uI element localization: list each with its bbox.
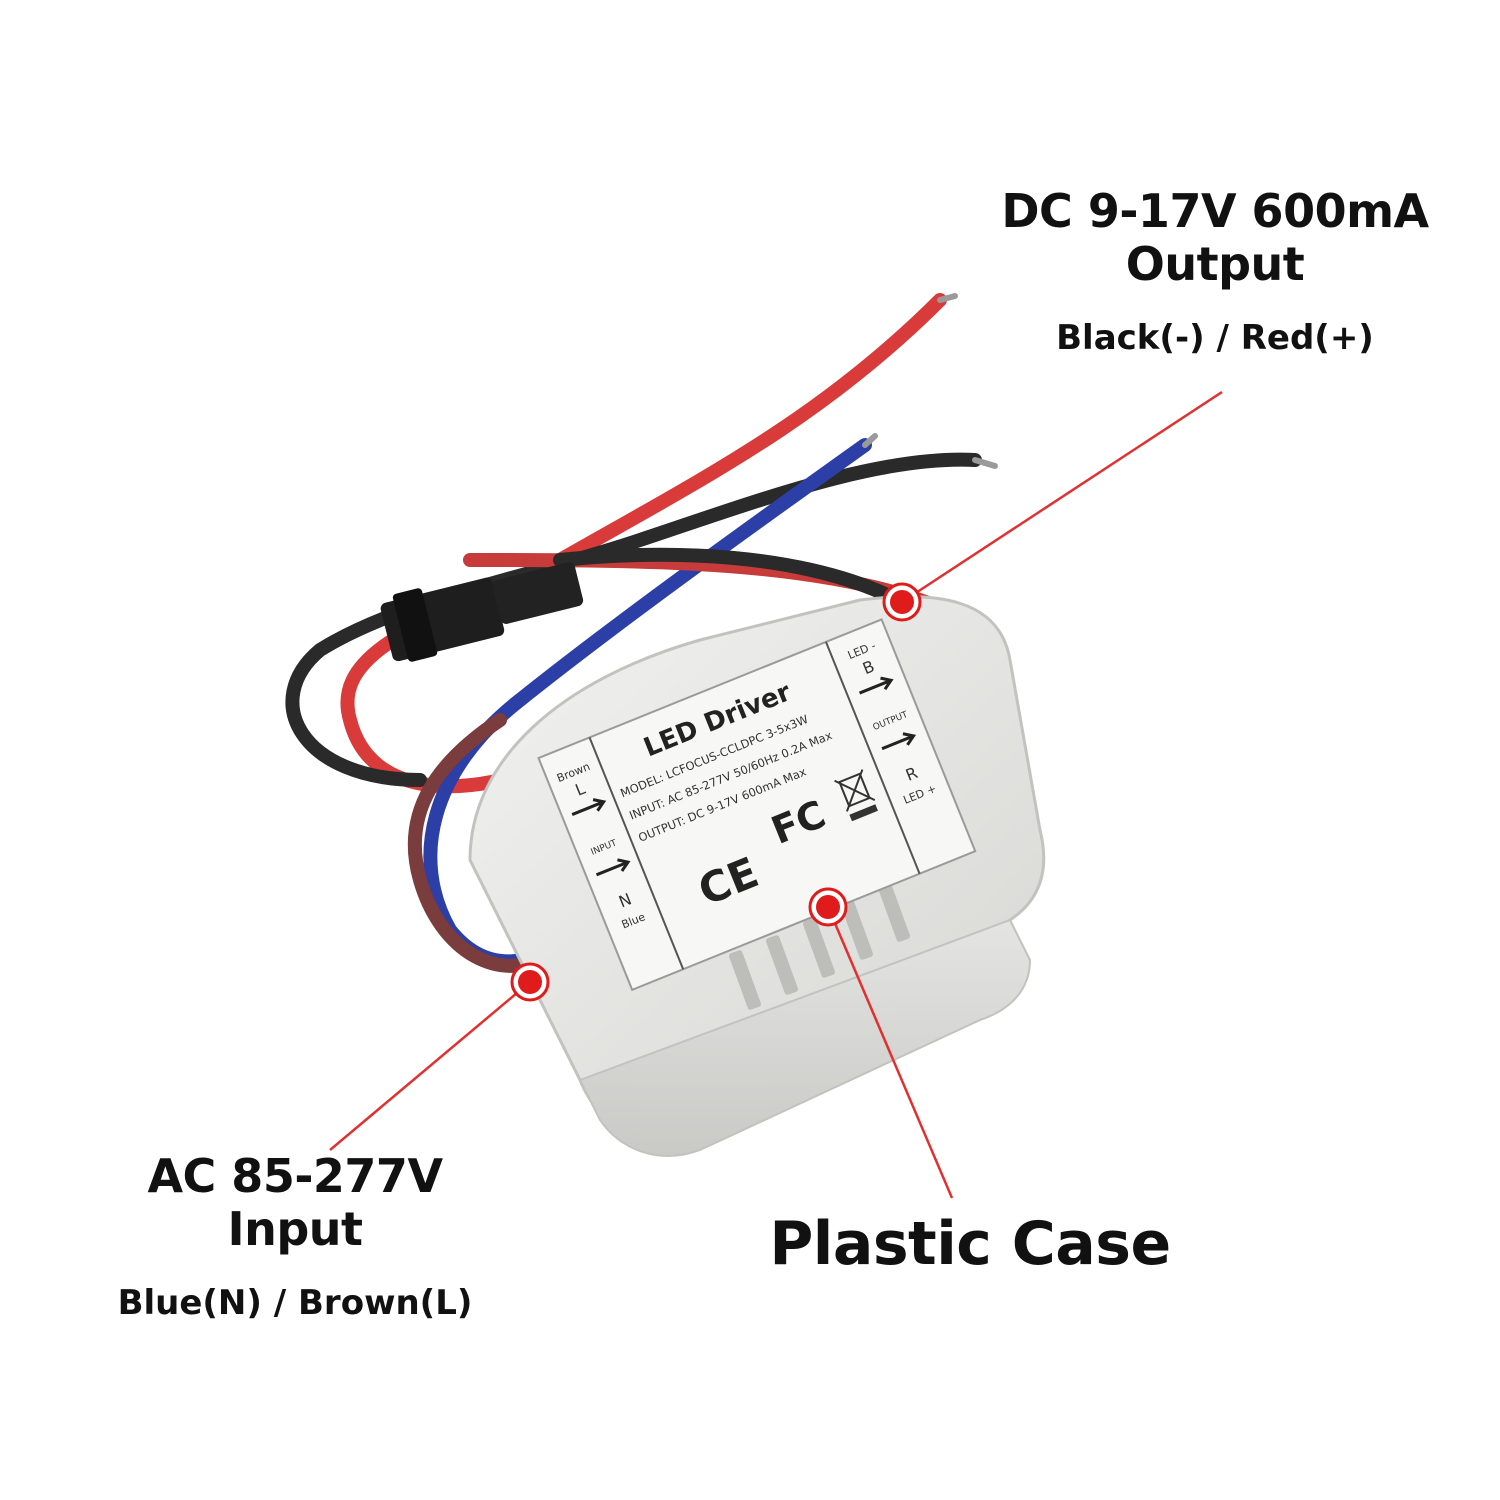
output-marker <box>882 582 922 622</box>
arrow-right-icon <box>881 732 917 751</box>
case-text: Plastic Case <box>769 1209 1171 1279</box>
red-wire-tail <box>937 293 958 303</box>
output-wire-colors: Black(-) / Red(+) <box>1056 317 1374 358</box>
input-spec-text: AC 85-277V <box>147 1149 443 1203</box>
arrow-right-icon <box>571 798 607 816</box>
connector-plug <box>380 562 584 662</box>
input-word: Input <box>227 1201 363 1256</box>
case-callout: Plastic Case <box>740 1210 1200 1279</box>
input-marker <box>510 962 550 1002</box>
output-leader-line <box>901 390 1223 604</box>
label-plate: LED Driver MODEL: LCFOCUS-CCLDPC 3-5x3W … <box>537 618 977 992</box>
markers <box>510 582 922 1002</box>
input-leader-line <box>329 981 531 1151</box>
brown-input-wire <box>407 713 567 973</box>
black-wire-tail <box>972 457 998 469</box>
recycle-bin-icon <box>834 769 878 822</box>
arrow-right-icon <box>595 858 631 877</box>
case-leader-line <box>826 906 954 1199</box>
output-callout: DC 9-17V 600mA Output Black(-) / Red(+) <box>970 185 1460 358</box>
output-spec-text: DC 9-17V 600mA <box>1001 184 1429 238</box>
leader-lines <box>329 390 1223 1199</box>
blue-wire-tail <box>862 433 878 448</box>
case-marker <box>808 887 848 927</box>
input-wire-colors: Blue(N) / Brown(L) <box>117 1282 473 1323</box>
input-callout: AC 85-277V Input Blue(N) / Brown(L) <box>80 1150 510 1323</box>
plastic-case: LED Driver MODEL: LCFOCUS-CCLDPC 3-5x3W … <box>468 595 1046 1157</box>
output-word: Output <box>1125 236 1305 291</box>
arrow-right-icon <box>858 676 894 695</box>
